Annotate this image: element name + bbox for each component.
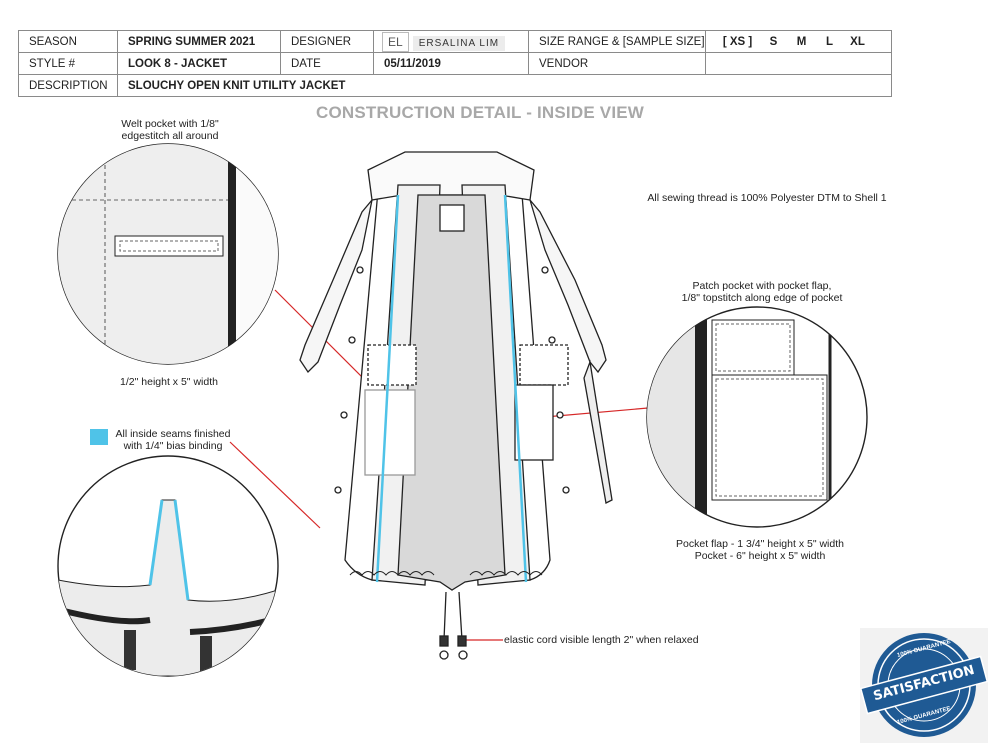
detail-circle-patch-pocket: [646, 306, 868, 528]
vendor-label: VENDOR: [528, 52, 706, 75]
patch-pocket-note: Patch pocket with pocket flap,1/8" topst…: [681, 280, 843, 304]
size-s: S: [769, 35, 778, 48]
satisfaction-badge: [859, 628, 989, 743]
size-l: L: [826, 35, 834, 48]
welt-pocket-size: 1/2" height x 5" width: [120, 376, 218, 388]
size-m: M: [796, 35, 807, 48]
designer-logo: EL: [382, 31, 409, 52]
size-range-values: [ XS ] S M L XL: [704, 30, 893, 53]
thread-note: All sewing thread is 100% Polyester DTM …: [647, 192, 887, 204]
size-xs: [ XS ]: [722, 35, 753, 48]
designer-value: ERSALINA LIM: [412, 35, 506, 51]
detail-circle-seams: [57, 455, 279, 677]
detail-circle-welt-pocket: [57, 143, 279, 365]
welt-pocket-note: Welt pocket with 1/8"edgestitch all arou…: [121, 118, 219, 142]
description-label: DESCRIPTION: [18, 74, 118, 97]
elastic-cord-note: elastic cord visible length 2" when rela…: [504, 634, 699, 646]
jacket-drawing: [299, 151, 613, 660]
bias-binding-swatch: [90, 429, 108, 445]
size-xl: XL: [850, 35, 865, 48]
page-title: CONSTRUCTION DETAIL - INSIDE VIEW: [316, 103, 645, 122]
description-value: SLOUCHY OPEN KNIT UTILITY JACKET: [117, 74, 892, 97]
